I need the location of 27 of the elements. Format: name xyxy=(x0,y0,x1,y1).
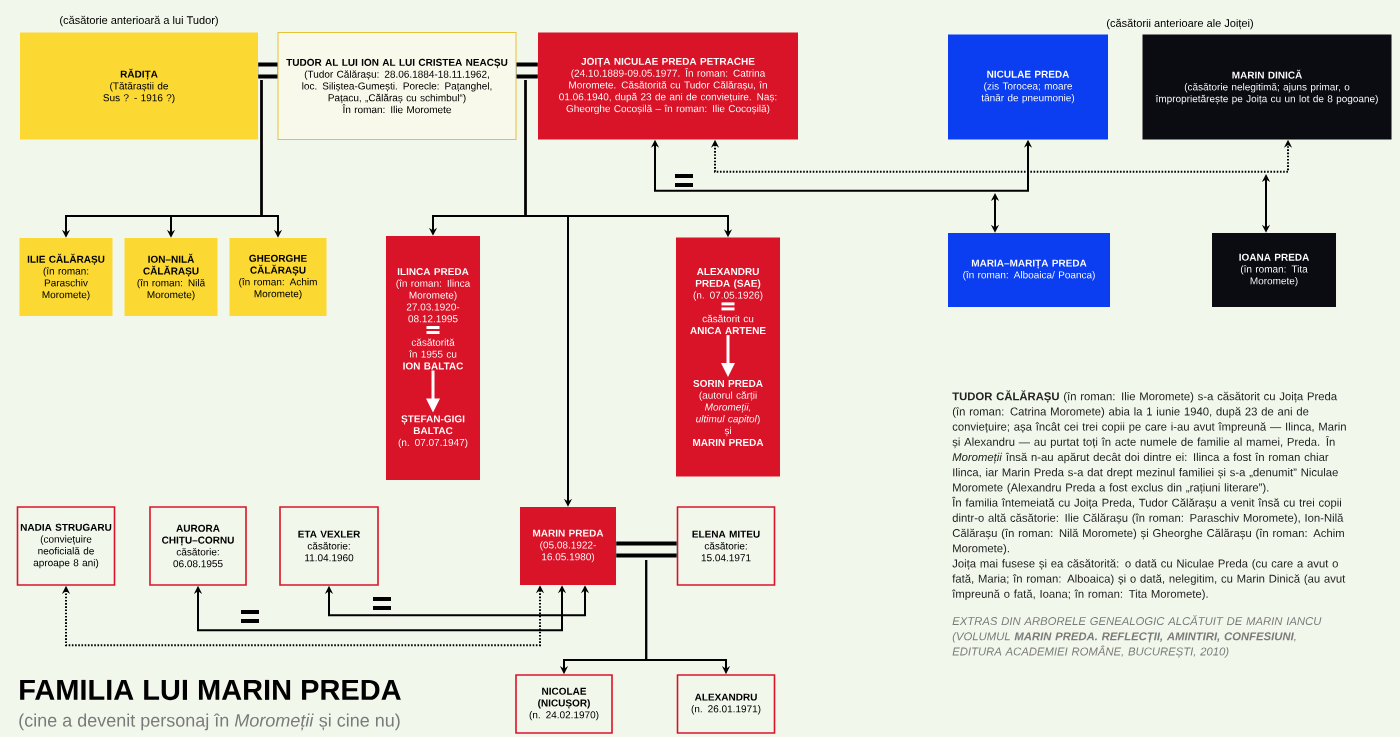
title: FAMILIA LUI MARIN PREDA xyxy=(20,679,401,701)
person-box: MARIN DINICĂ (căsătorie nelegitimă; ajuns primar, o împroprietărește pe Joița cu un lot de 8 pogoane) xyxy=(1142,34,1392,140)
person-box: ETA VEXLER căsătorie: 11.04.1960 xyxy=(279,506,379,586)
paragraph: Joița mai fusese și ea căsătorită: o dată cu Niculae Preda (cu care a avut o fată, Maria; în roman: Alboaica) și o dată, nelegitim, cu Marin Dinică (au avut împreună o fată, Ioana; în roman: Tita Moromete). xyxy=(951,559,1346,601)
person-box: NICULAE PREDA (zis Torocea; moare tânăr de pneumonie) xyxy=(948,34,1108,140)
person-box: NICOLAE (NICUȘOR) (n. 24.02.1970) xyxy=(515,674,613,734)
caption-text: (căsătorie anterioară a lui Tudor) xyxy=(60,15,218,27)
paragraph: TUDOR CĂLĂRAȘU (în roman: Ilie Moromete) s-a căsătorit cu Joița Preda (în roman: Catrina Moromete) abia la 1 iunie 1940, după 23 de ani de conviețuire; așa încât cei trei copii pe care i-au avut împreună — Ilinca, Marin și Alexandru — au purtat toți în acte numele de familie al mamei, Preda. În Moromeții însă n-au apărut decât doi dintre ei: Ilinca a fost în roman chiar Ilinca, iar Marin Preda s-a dat drept mezinul familiei și s-a „denumit” Niculae Moromete (Alexandru Preda a fost exclus din „rațiuni literare”). xyxy=(952,390,1346,494)
person-box: GHEORGHE CĂLĂRAȘU (în roman: Achim Moromete) xyxy=(229,238,327,316)
source-note: EXTRAS DIN ARBORELE GENEALOGIC ALCĂTUIT DE MARIN IANCU (VOLUMUL MARIN PREDA. REFLECȚII, AMINTIRI, CONFESIUNI, EDITURA ACADEMIEI ROMÂNE, BUCUREȘTI, 2010) xyxy=(952,615,1322,658)
person-box: RĂDIȚA (Tătăraștii de Sus ? - 1916 ?) xyxy=(20,32,258,140)
caption-text: (căsătorii anterioare ale Joiței) xyxy=(1107,18,1253,30)
person-box: AURORA CHIȚU–CORNU căsătorie: 06.08.1955 xyxy=(149,506,247,586)
person-box: ION–NILĂ CĂLĂRAȘU (în roman: Nilă Moromete) xyxy=(124,238,218,316)
paragraph: În familia întemeiată cu Joița Preda, Tudor Călărașu a venit însă cu trei copii dintr-o altă căsătorie: Ilie Călărașu (în roman: Paraschiv Moromete), Ion-Nilă Călărașu (în roman: Nilă Moromete) și Gheorghe Călărașu (în roman: Achim Moromete). xyxy=(951,496,1344,555)
subtitle: (cine a devenit personaj în Moromeții și cine nu) xyxy=(19,713,400,731)
person-box: TUDOR AL LUI ION AL LUI CRISTEA NEACȘU (Tudor Călărașu: 28.06.1884-18.11.1962, loc. Siliștea-Gumești. Porecle: Pațanghel, Pațacu, „Călăraș cu schimbul“) În roman: Ilie Moromete xyxy=(277,32,517,140)
person-box: NADIA STRUGARU (conviețuire neoficială de aproape 8 ani) xyxy=(16,506,116,586)
person-box: ELENA MITEU căsătorie: 15.04.1971 xyxy=(676,506,776,586)
person-box: IOANA PREDA (în roman: Tita Moromete) xyxy=(1212,233,1336,307)
person-box: MARIA–MARIȚA PREDA (în roman: Alboaica/ Poanca) xyxy=(948,233,1110,307)
person-box: ILINCA PREDA (în roman: Ilinca Moromete) 27.03.1920-08.12.1995 căsătorită în 1955 cu ION BALTAC ȘTEFAN-GIGI BALTAC (n. 07.07.1947) xyxy=(386,236,480,480)
person-box: JOIȚA NICULAE PREDA PETRACHE (24.10.1889-09.05.1977. În roman: Catrina Moromete. Căsătorită cu Tudor Călărașu, în 01.06.1940, după 23 de ani de conviețuire. Naș: Gheorghe Cocoșilă – în roman: Ilie Cocoșilă) xyxy=(538,32,798,140)
person-box: MARIN PREDA (05.08.1922-16.05.1980) xyxy=(520,507,616,585)
person-box: ALEXANDRU PREDA (SAE) (n. 07.05.1926) căsătorit cu ANICA ARTENE SORIN PREDA (autorul cărții Moromeții, ultimul capitol) și MARIN PREDA xyxy=(676,237,780,477)
person-box: ILIE CĂLĂRAȘU (în roman: Paraschiv Moromete) xyxy=(19,238,113,316)
person-box: ALEXANDRU (n. 26.01.1971) xyxy=(676,674,776,734)
